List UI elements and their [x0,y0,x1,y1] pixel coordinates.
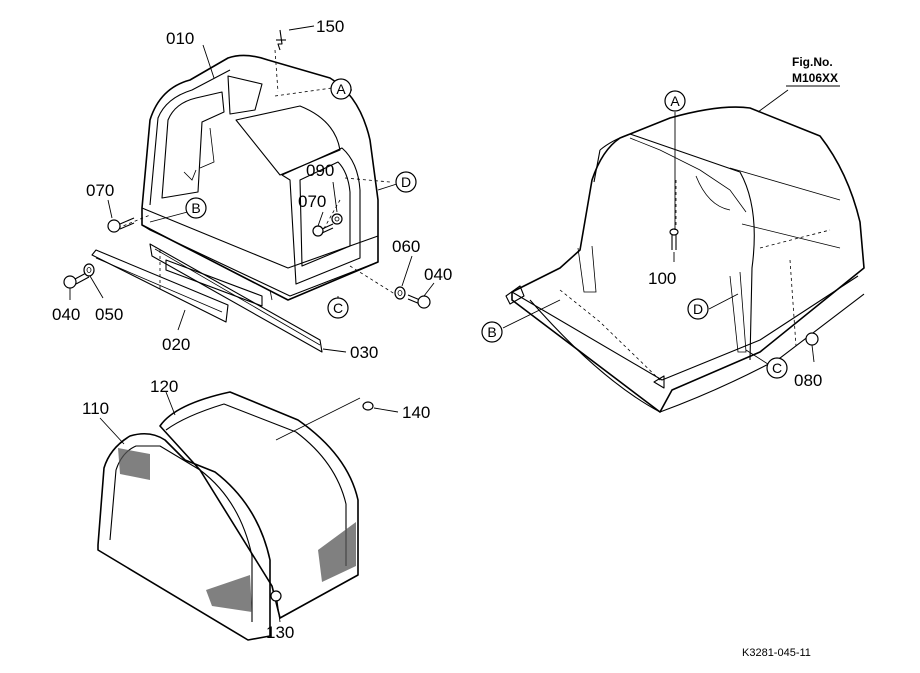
ref-marker-c-right: C [766,357,788,379]
part-label-060: 060 [392,237,420,256]
svg-text:C: C [333,300,343,316]
nut-140 [362,401,374,411]
svg-text:D: D [401,174,411,190]
nut-080 [805,332,819,346]
svg-text:D: D [693,301,703,317]
bolt-040-right [407,294,431,309]
part-label-130: 130 [266,623,294,642]
part-label-120: 120 [150,377,178,396]
part-label-040-right: 040 [424,265,452,284]
part-label-010: 010 [166,29,194,48]
ref-marker-a-left: A [330,78,352,100]
frame-010 [117,49,399,301]
svg-text:B: B [191,200,200,216]
ref-marker-c-left: C [327,297,349,319]
part-label-070-right: 070 [298,192,326,211]
fig-no-label: Fig.No. [792,55,833,69]
grille-rear-right [318,522,356,582]
svg-text:C: C [772,360,782,376]
bolt-100 [669,228,679,250]
part-label-070-left: 070 [86,181,114,200]
part-label-110: 110 [82,399,109,418]
svg-text:A: A [670,93,680,109]
plate-020 [91,249,263,323]
ref-marker-b-right: B [481,321,503,343]
ref-marker-d-right: D [687,298,709,320]
grille-front-left [118,448,150,480]
part-label-080: 080 [794,371,822,390]
part-label-090: 090 [306,161,334,180]
washer-050 [83,263,95,277]
fig-no-value: M106XX [792,71,838,85]
part-label-140: 140 [402,403,430,422]
canopy-assembly [505,106,865,413]
washer-060 [394,286,406,300]
part-label-030: 030 [350,343,378,362]
ref-marker-d-left: D [395,171,417,193]
nut-130 [270,590,282,602]
bolt-070-left [107,217,135,233]
ref-marker-a-right: A [664,90,686,112]
bolt-070-right [312,223,334,237]
plate-030 [149,243,323,353]
part-label-050: 050 [95,305,123,324]
washer-090 [331,213,343,225]
part-label-040-left: 040 [52,305,80,324]
drawing-code: K3281-045-11 [742,647,811,659]
ref-marker-b-left: B [185,197,207,219]
part-label-150: 150 [316,17,344,36]
stud-150 [276,29,286,51]
svg-text:A: A [336,81,346,97]
cover-120 [159,391,361,619]
part-label-100: 100 [648,269,676,288]
part-label-020: 020 [162,335,190,354]
svg-text:B: B [487,324,496,340]
grille-front-right [206,575,252,612]
